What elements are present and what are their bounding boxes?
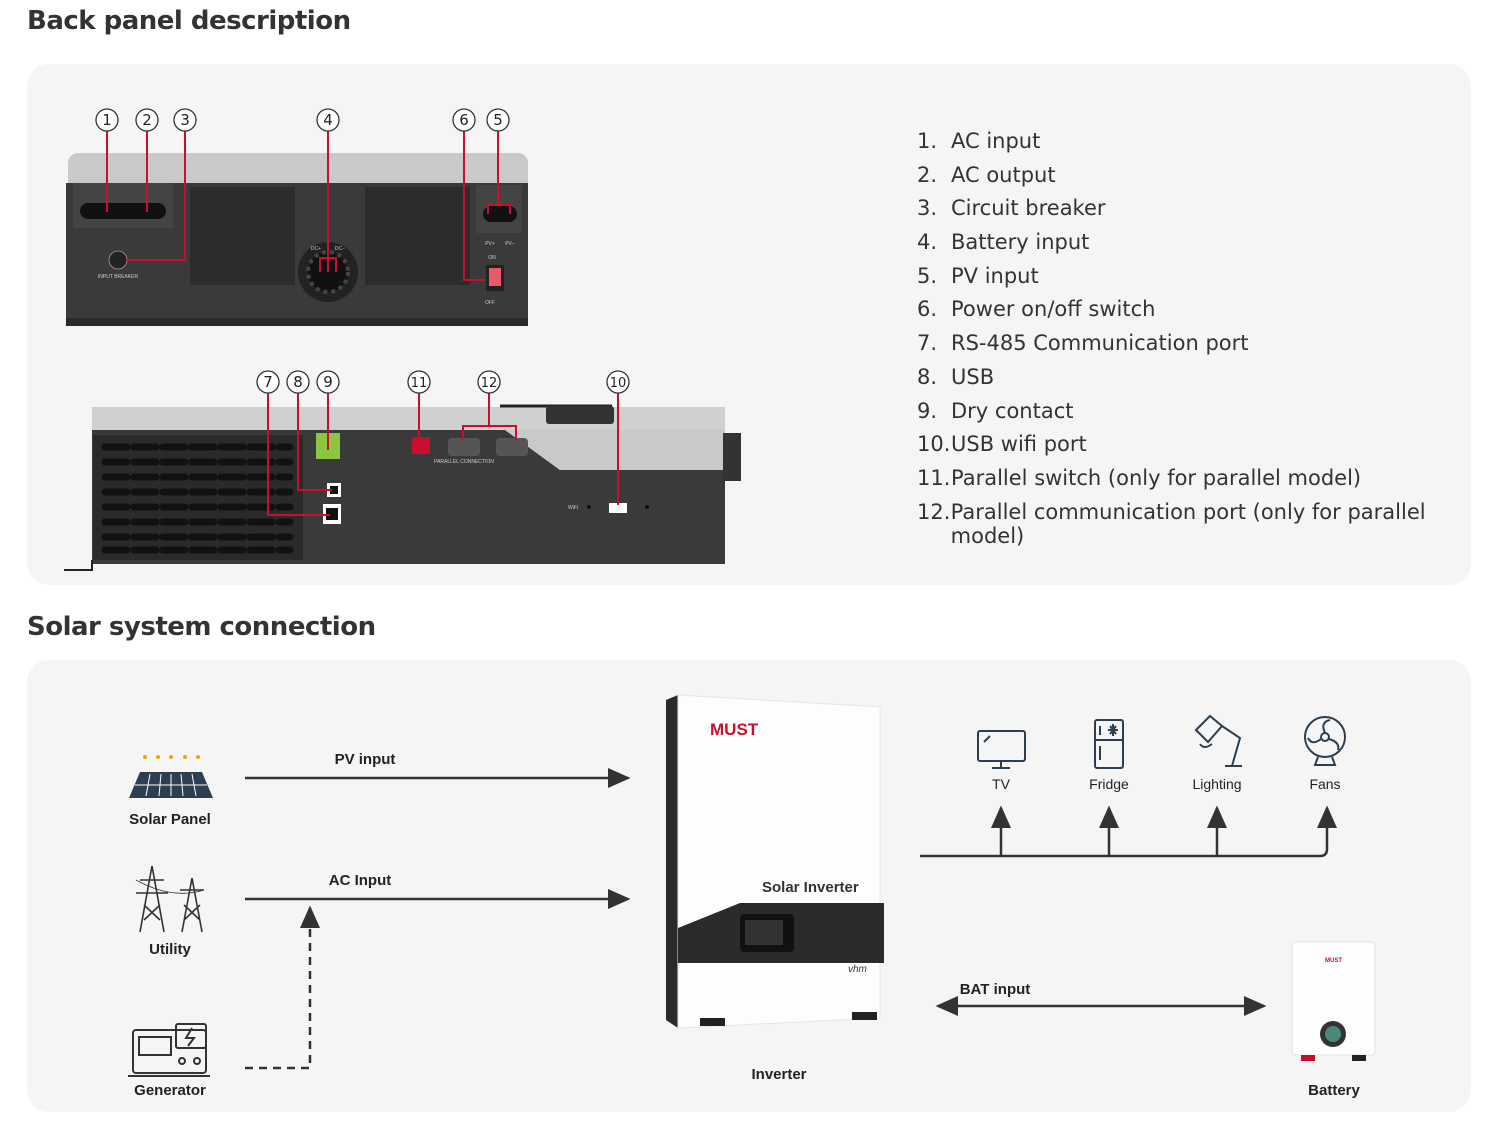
svg-text:10: 10 [610, 376, 627, 391]
svg-text:12: 12 [481, 376, 498, 391]
legend-item: 5.PV input [917, 263, 1039, 288]
svg-text:WiFi: WiFi [568, 505, 578, 511]
legend-item: 3.Circuit breaker [917, 196, 1106, 221]
svg-text:vhm: vhm [848, 964, 867, 975]
generator-label: Generator [134, 1082, 206, 1099]
svg-text:Solar Inverter: Solar Inverter [762, 879, 859, 896]
legend-item: 11.Parallel switch (only for parallel mo… [917, 465, 1362, 490]
legend-item: 2.AC output [917, 162, 1056, 187]
load-fridge-label: Fridge [1089, 776, 1129, 792]
svg-text:PV+: PV+ [485, 241, 495, 247]
solar-panel-icon [129, 755, 213, 798]
svg-text:ON: ON [488, 255, 496, 261]
legend-item: 8.USB [917, 364, 995, 389]
generator-dashed-arrow [245, 905, 320, 1070]
svg-text:DC+: DC+ [311, 246, 321, 252]
legend-item: 1.AC input [917, 129, 1041, 153]
inverter-image: MUST Solar Inverter vhm [666, 694, 884, 1029]
svg-text:MUST: MUST [1325, 958, 1342, 964]
ac-input-label: AC Input [328, 872, 392, 889]
legend-item: 9.Dry contact [917, 398, 1074, 423]
legend-item: 12.Parallel communication port (only for… [917, 499, 1426, 548]
svg-text:OFF: OFF [485, 300, 495, 306]
battery-label: Battery [1308, 1082, 1360, 1099]
svg-text:11: 11 [411, 376, 428, 391]
utility-label: Utility [149, 941, 191, 958]
load-tv-label: TV [992, 776, 1010, 792]
svg-text:4: 4 [323, 111, 333, 129]
lighting-icon [1194, 714, 1242, 767]
svg-text:2: 2 [142, 111, 152, 129]
back-panel-title: Back panel description [27, 6, 351, 36]
utility-tower-icon [135, 865, 205, 933]
callout-lines-top [106, 131, 511, 281]
fridge-icon [1094, 719, 1124, 769]
bat-input-label: BAT input [959, 981, 1031, 998]
legend-item: 10.USB wifi port [917, 432, 1087, 457]
pv-input-label: PV input [334, 751, 396, 768]
svg-text:DC−: DC− [335, 246, 345, 252]
svg-text:PV−: PV− [505, 241, 515, 247]
solar-connection-title: Solar system connection [27, 612, 376, 642]
callout-lines-side [267, 393, 619, 516]
callout-numbers: 1 2 3 4 6 5 7 8 9 11 12 10 [102, 111, 626, 391]
load-fans-label: Fans [1309, 776, 1341, 792]
inverter-top-view [66, 153, 528, 326]
solar-panel-label: Solar Panel [129, 811, 211, 828]
battery-image: MUST [1291, 941, 1376, 1061]
tv-icon [977, 730, 1026, 769]
svg-text:7: 7 [263, 373, 273, 391]
load-lighting-label: Lighting [1192, 776, 1242, 792]
legend-item: 4.Battery input [917, 230, 1090, 255]
svg-text:INPUT BREAKER: INPUT BREAKER [98, 274, 139, 280]
inverter-label: Inverter [751, 1066, 807, 1083]
svg-text:5: 5 [493, 111, 503, 129]
legend-item: 6.Power on/off switch [917, 297, 1156, 322]
legend-item: 7.RS-485 Communication port [917, 331, 1249, 356]
svg-text:1: 1 [102, 111, 112, 129]
svg-text:PARALLEL CONNECTION: PARALLEL CONNECTION [434, 459, 494, 465]
load-bus [920, 805, 1337, 858]
svg-text:6: 6 [459, 111, 469, 129]
svg-text:MUST: MUST [710, 720, 759, 739]
svg-text:9: 9 [323, 373, 333, 391]
svg-text:8: 8 [293, 373, 303, 391]
back-panel-legend: 1.AC input 2.AC output 3.Circuit breaker… [917, 129, 1500, 548]
fan-icon [1304, 716, 1346, 766]
generator-icon [128, 1023, 210, 1077]
svg-text:3: 3 [180, 111, 190, 129]
